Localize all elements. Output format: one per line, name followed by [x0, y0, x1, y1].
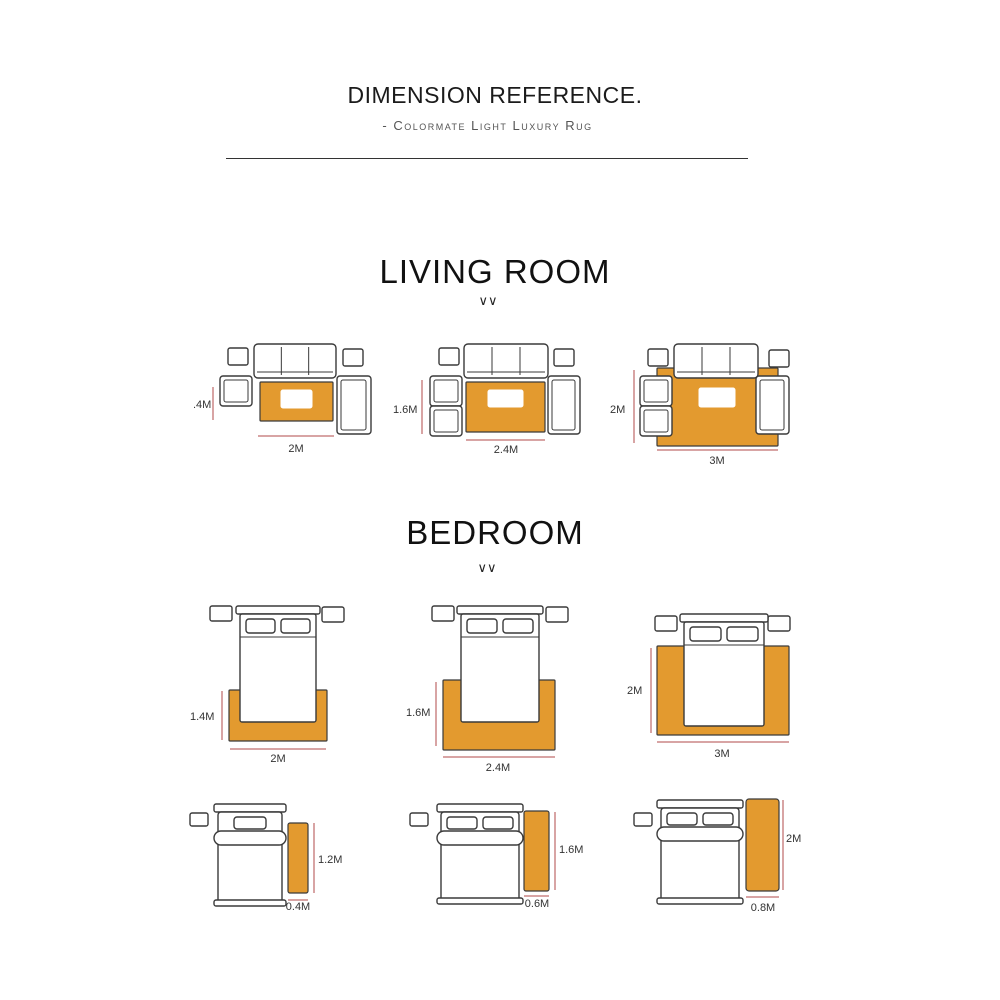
coffee-table — [487, 389, 524, 408]
side-table — [227, 347, 249, 366]
runner-1-length-label: 1.2M — [318, 854, 342, 866]
armchair-cushion — [551, 379, 576, 431]
pillow — [446, 816, 478, 830]
living-layout-1: 2M .4M — [193, 343, 372, 455]
bedroom-2-width-label: 2.4M — [486, 762, 510, 774]
pillow — [666, 812, 698, 826]
runner-2-length-label: 1.6M — [559, 844, 583, 856]
side-table — [553, 348, 575, 367]
bedroom-runner-1: 1.2M 0.4M — [189, 803, 342, 913]
bedroom-1-width-label: 2M — [270, 753, 285, 765]
pillow — [466, 618, 498, 634]
armchair-cushion — [643, 409, 669, 433]
runner-3-width-label: 0.8M — [751, 902, 775, 914]
side-table — [768, 349, 790, 368]
sofa — [673, 343, 759, 379]
coffee-table — [280, 389, 313, 409]
living-3-width-label: 3M — [709, 455, 724, 467]
sofa — [463, 343, 549, 379]
pillow — [702, 812, 734, 826]
nightstand — [545, 606, 569, 623]
runner-rug-2 — [523, 810, 550, 892]
nightstand — [767, 615, 791, 632]
armchair-cushion — [433, 409, 459, 433]
bed — [683, 621, 765, 727]
nightstand — [409, 812, 429, 827]
side-table — [342, 348, 364, 367]
headboard — [213, 803, 287, 813]
runner-rug-1 — [287, 822, 309, 894]
bedroom-title: BEDROOM — [406, 514, 584, 551]
armchair-cushion — [223, 379, 249, 403]
living-layout-2: 2.4M 1.6M — [393, 343, 581, 456]
nightstand — [321, 606, 345, 623]
armchair-cushion — [643, 379, 669, 403]
headboard — [679, 613, 769, 623]
bedroom-3-width-label: 3M — [714, 748, 729, 760]
headboard — [235, 605, 321, 615]
duvet-roll — [213, 830, 287, 846]
living-room-chevron-icon: ∨∨ — [478, 293, 498, 308]
runner-3-length-label: 2M — [786, 833, 801, 845]
side-table — [438, 347, 460, 366]
living-room-title: LIVING ROOM — [379, 253, 611, 290]
sofa — [253, 343, 337, 379]
pillow — [726, 626, 759, 642]
side-table — [647, 348, 669, 367]
living-1-depth-label: .4M — [193, 399, 211, 411]
living-1-width-label: 2M — [288, 443, 303, 455]
armchair-cushion — [433, 379, 459, 403]
nightstand — [209, 605, 233, 622]
living-2-width-label: 2.4M — [494, 444, 518, 456]
nightstand — [189, 812, 209, 827]
runner-2-width-label: 0.6M — [525, 898, 549, 910]
bedroom-layout-1: 2M 1.4M — [190, 605, 345, 765]
bedroom-runner-3: 2M 0.8M — [633, 798, 801, 914]
bed — [239, 613, 317, 723]
runner-rug-3 — [745, 798, 780, 892]
footboard — [213, 899, 287, 907]
bedroom-1-depth-label: 1.4M — [190, 711, 214, 723]
living-2-depth-label: 1.6M — [393, 404, 417, 416]
pillow — [280, 618, 311, 634]
duvet-roll — [656, 826, 744, 842]
coffee-table — [698, 387, 736, 408]
page-subtitle: - Colormate Light Luxury Rug — [382, 118, 593, 133]
pillow — [482, 816, 514, 830]
pillow — [233, 816, 267, 830]
footboard — [436, 897, 524, 905]
nightstand — [654, 615, 678, 632]
living-layout-3: 3M 2M — [610, 343, 790, 467]
living-3-depth-label: 2M — [610, 404, 625, 416]
pillow — [502, 618, 534, 634]
nightstand — [431, 605, 455, 622]
page-title: DIMENSION REFERENCE. — [347, 82, 643, 108]
headboard — [656, 799, 744, 809]
pillow — [689, 626, 722, 642]
headboard — [436, 803, 524, 813]
bedroom-2-depth-label: 1.6M — [406, 707, 430, 719]
bedroom-runner-2: 1.6M 0.6M — [409, 803, 583, 910]
nightstand — [633, 812, 653, 827]
pillow — [245, 618, 276, 634]
bedroom-chevron-icon: ∨∨ — [477, 560, 497, 575]
bedroom-layout-3: 3M 2M — [627, 613, 791, 760]
armchair-cushion — [759, 379, 785, 431]
duvet-roll — [436, 830, 524, 846]
bed — [460, 613, 540, 723]
headboard — [456, 605, 544, 615]
runner-1-width-label: 0.4M — [286, 901, 310, 913]
bedroom-3-depth-label: 2M — [627, 685, 642, 697]
footboard — [656, 897, 744, 905]
header-divider — [226, 158, 748, 159]
bedroom-layout-2: 2.4M 1.6M — [406, 605, 569, 774]
armchair-cushion — [340, 379, 367, 431]
